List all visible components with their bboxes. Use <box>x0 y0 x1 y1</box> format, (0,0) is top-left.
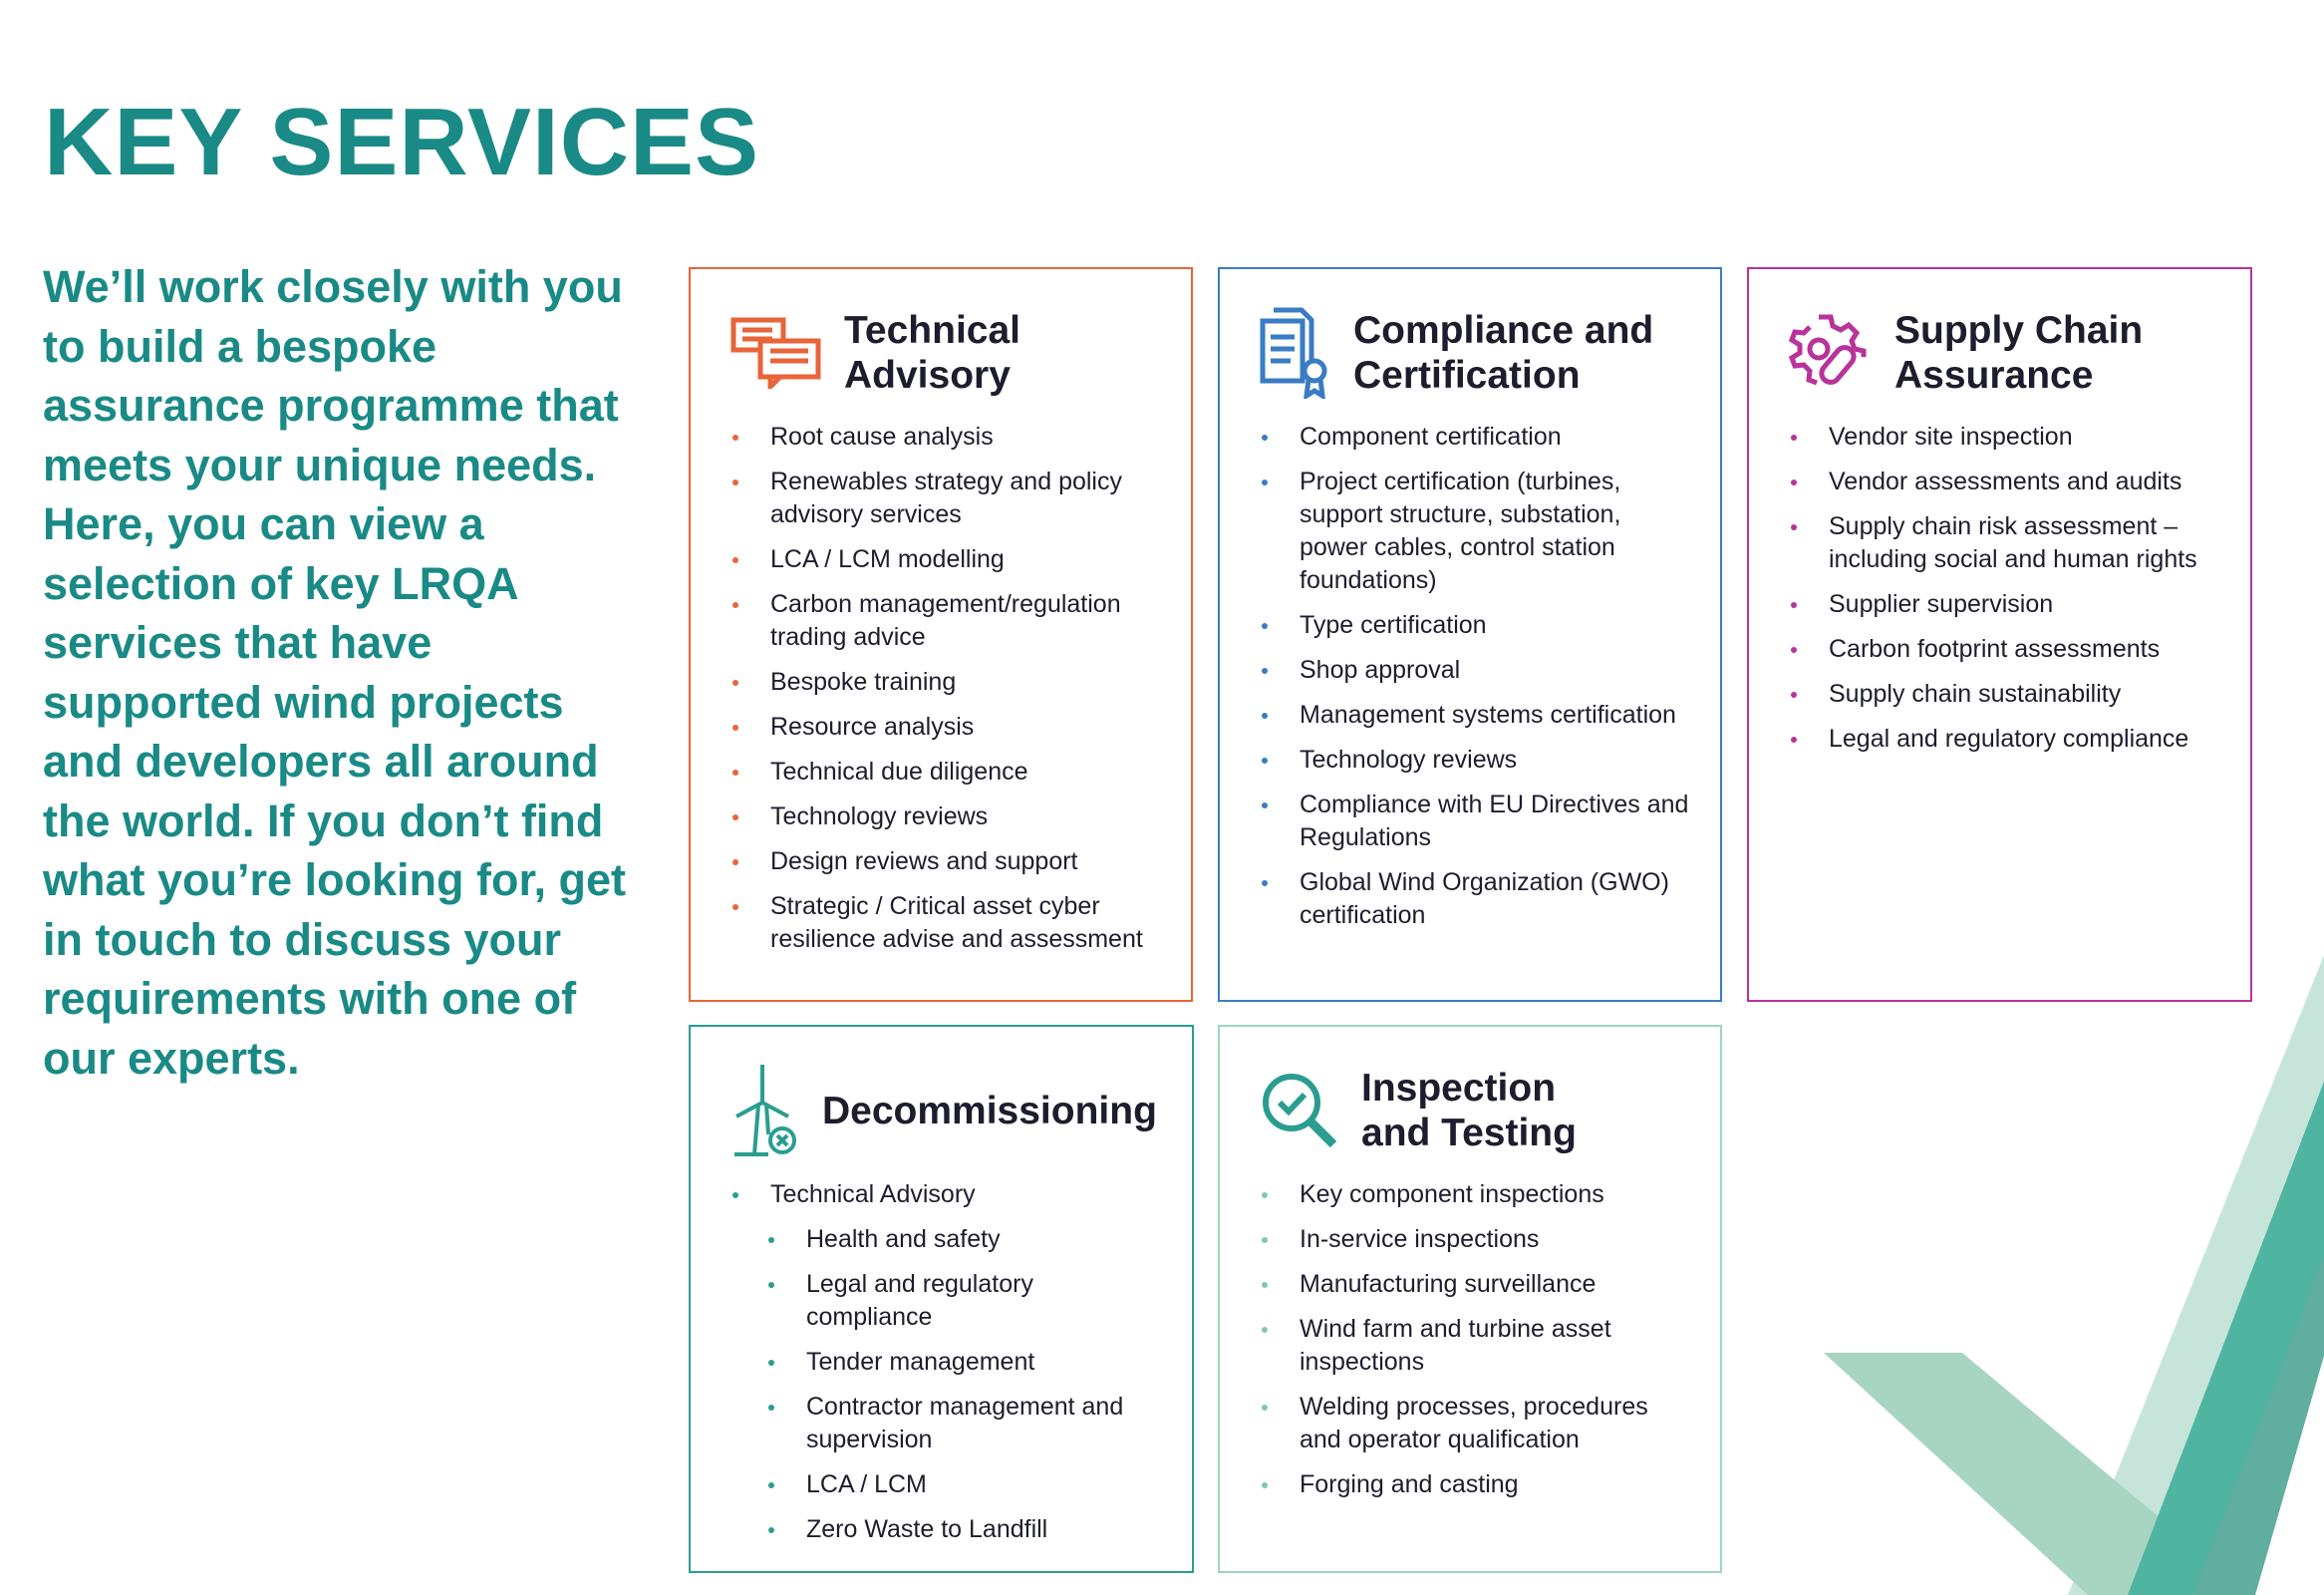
list-item: Carbon footprint assessments <box>1789 633 2220 666</box>
card-title: Inspection and Testing <box>1361 1067 1577 1154</box>
speech-bubbles-icon <box>730 317 821 389</box>
deco-dark-band <box>2192 1256 2324 1595</box>
list-subitem: Tender management <box>730 1346 1162 1379</box>
certificate-document-icon <box>1260 307 1327 399</box>
card-decommissioning: Decommissioning Technical Advisory Healt… <box>689 1025 1194 1573</box>
list-item: Supplier supervision <box>1789 588 2220 621</box>
service-list: Root cause analysis Renewables strategy … <box>730 421 1161 956</box>
deco-light-band <box>2068 955 2324 1595</box>
service-list: Component certification Project certific… <box>1260 421 1690 932</box>
list-item: Management systems certification <box>1260 699 1690 732</box>
gear-link-icon <box>1789 314 1867 386</box>
list-item: Supply chain sustainability <box>1789 678 2220 711</box>
card-title: Decommissioning <box>822 1089 1157 1132</box>
list-subitem: LCA / LCM <box>730 1468 1162 1501</box>
card-inspection-testing: Inspection and Testing Key component ins… <box>1218 1025 1722 1573</box>
list-item: Welding processes, procedures and operat… <box>1260 1391 1690 1456</box>
list-item: Strategic / Critical asset cyber resilie… <box>730 890 1161 956</box>
deco-short-band <box>1824 1353 2252 1595</box>
wind-turbine-remove-icon <box>734 1065 796 1156</box>
list-item: Bespoke training <box>730 666 1161 699</box>
list-item: Resource analysis <box>730 711 1161 744</box>
list-item: Wind farm and turbine asset inspections <box>1260 1313 1690 1379</box>
card-title: Technical Advisory <box>844 309 1021 397</box>
card-title: Supply Chain Assurance <box>1894 309 2144 397</box>
magnifier-check-icon <box>1263 1074 1337 1148</box>
service-list: Key component inspections In-service ins… <box>1260 1178 1690 1501</box>
card-technical-advisory: Technical Advisory Root cause analysis R… <box>689 267 1193 1002</box>
list-item: Shop approval <box>1260 654 1690 687</box>
list-item: Forging and casting <box>1260 1468 1690 1501</box>
list-item: Manufacturing surveillance <box>1260 1268 1690 1301</box>
service-list: Technical Advisory Health and safety Leg… <box>730 1178 1162 1546</box>
card-title: Compliance and Certification <box>1353 309 1654 397</box>
card-compliance-certification: Compliance and Certification Component c… <box>1218 267 1722 1002</box>
intro-text: We’ll work closely with you to build a b… <box>43 261 627 1084</box>
list-item: Design reviews and support <box>730 845 1161 878</box>
list-item: Carbon management/regulation trading adv… <box>730 588 1161 654</box>
list-item: Supply chain risk assessment – including… <box>1789 510 2220 576</box>
list-item: Legal and regulatory compliance <box>1789 723 2220 756</box>
list-item: Vendor site inspection <box>1789 421 2220 454</box>
list-item: Key component inspections <box>1260 1178 1690 1211</box>
list-item: Global Wind Organization (GWO) certifica… <box>1260 866 1690 932</box>
page-title: KEY SERVICES <box>44 89 760 195</box>
list-subitem: Zero Waste to Landfill <box>730 1513 1162 1546</box>
list-item: Compliance with EU Directives and Regula… <box>1260 789 1690 854</box>
list-item: Technology reviews <box>1260 744 1690 777</box>
card-supply-chain-assurance: Supply Chain Assurance Vendor site inspe… <box>1747 267 2252 1002</box>
list-subitem: Health and safety <box>730 1223 1162 1256</box>
list-item: Technical due diligence <box>730 756 1161 789</box>
service-list: Vendor site inspection Vendor assessment… <box>1789 421 2220 756</box>
list-item: Vendor assessments and audits <box>1789 466 2220 498</box>
list-item: Technology reviews <box>730 800 1161 833</box>
list-item: LCA / LCM modelling <box>730 543 1161 576</box>
list-item: Type certification <box>1260 609 1690 642</box>
list-subitem: Legal and regulatory compliance <box>730 1268 1162 1334</box>
list-item: Renewables strategy and policy advisory … <box>730 466 1161 531</box>
list-item: In-service inspections <box>1260 1223 1690 1256</box>
list-item: Root cause analysis <box>730 421 1161 454</box>
list-item: Project certification (turbines, support… <box>1260 466 1690 597</box>
list-subitem: Contractor management and supervision <box>730 1391 1162 1456</box>
list-item: Technical Advisory <box>730 1178 1162 1211</box>
deco-mid-band <box>2128 1082 2324 1595</box>
list-item: Component certification <box>1260 421 1690 454</box>
